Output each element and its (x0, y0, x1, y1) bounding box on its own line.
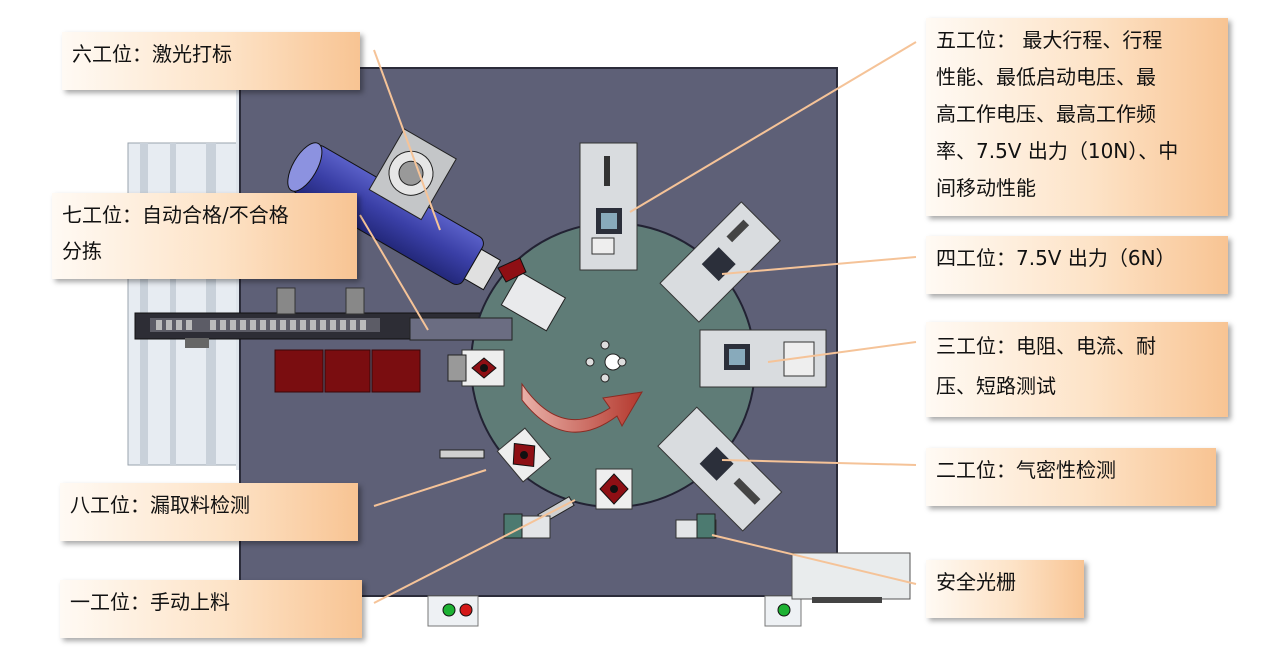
green-indicator (777, 603, 791, 617)
station-8-label: 八工位：漏取料检测 (70, 493, 250, 517)
station-5-label-line-4: 率、7.5V 出力（10N）、中 (936, 139, 1179, 163)
red-indicator (459, 603, 473, 617)
station-7-label-line-1: 七工位：自动合格/不合格 (62, 203, 289, 227)
fixture-station-3 (699, 329, 827, 388)
station-5-label-line-3: 高工作电压、最高工作频 (936, 102, 1156, 126)
leader-lines (359, 41, 917, 604)
turntable-hub (585, 340, 627, 383)
light-curtain-device (791, 552, 911, 603)
station-4-label: 四工位：7.5V 出力（6N） (936, 246, 1176, 270)
leak-sensor (439, 449, 485, 459)
leader-line-6 (373, 49, 441, 231)
callout-station-1: 一工位：手动上料 (60, 580, 362, 638)
station-7-label-line-2: 分拣 (62, 239, 102, 263)
feet (427, 595, 802, 627)
leader-line-light-curtain (711, 534, 917, 585)
reject-bins (274, 349, 421, 393)
station-2-label: 二工位：气密性检测 (936, 458, 1116, 482)
station-1-label: 一工位：手动上料 (70, 590, 230, 614)
side-frame (127, 90, 246, 470)
callout-light-curtain: 安全光栅 (926, 560, 1084, 618)
sorting-pick-head (409, 257, 567, 341)
leader-line-1 (373, 499, 576, 604)
callout-station-6: 六工位：激光打标 (62, 32, 360, 90)
part-holders (447, 349, 633, 510)
leader-line-5 (629, 41, 917, 213)
leader-line-3 (767, 341, 917, 363)
light-curtain-label: 安全光栅 (936, 570, 1016, 594)
leader-line-7 (359, 214, 429, 331)
rotation-arrow (521, 382, 643, 433)
laser-marker (287, 128, 502, 291)
fixture-station-5 (579, 142, 638, 271)
callout-station-8: 八工位：漏取料检测 (60, 483, 358, 541)
station-5-label-line-1: 五工位： 最大行程、行程 (936, 28, 1163, 52)
leader-line-8 (373, 469, 487, 507)
green-indicator (442, 603, 456, 617)
station-6-label: 六工位：激光打标 (72, 42, 232, 66)
fixture-station-2 (657, 406, 783, 532)
callout-station-2: 二工位：气密性检测 (926, 448, 1216, 506)
station-3-label-line-2: 压、短路测试 (936, 374, 1056, 398)
leader-line-4 (721, 256, 917, 275)
station-3-label-line-1: 三工位：电阻、电流、耐 (936, 334, 1156, 358)
callout-station-5: 五工位： 最大行程、行程 性能、最低启动电压、最 高工作电压、最高工作频 率、7… (926, 18, 1228, 216)
station-5-label-line-5: 间移动性能 (936, 176, 1036, 200)
station-5-label-line-2: 性能、最低启动电压、最 (936, 65, 1156, 89)
light-curtain-posts (503, 513, 717, 539)
callout-station-4: 四工位：7.5V 出力（6N） (926, 236, 1228, 294)
callout-station-7: 七工位：自动合格/不合格 分拣 (52, 193, 357, 279)
leader-line-2 (721, 459, 917, 466)
callout-station-3: 三工位：电阻、电流、耐 压、短路测试 (926, 322, 1228, 417)
